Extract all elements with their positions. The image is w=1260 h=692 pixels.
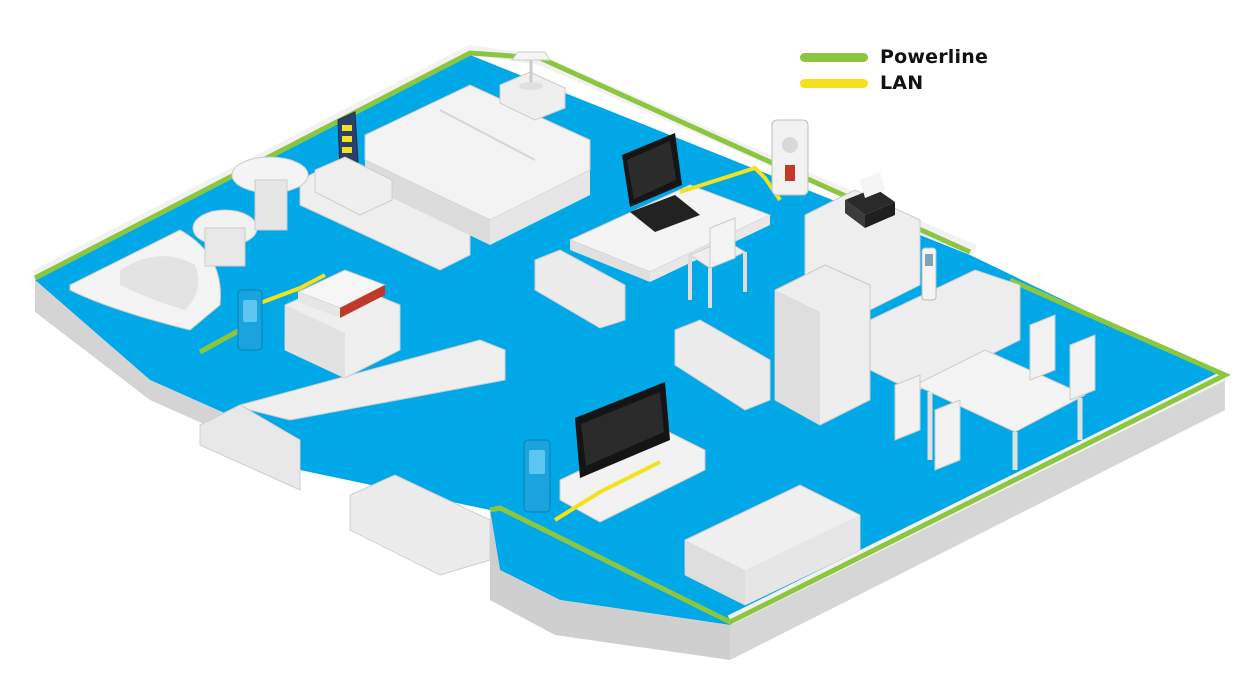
interior-wall-kitchen	[674, 319, 771, 411]
legend: Powerline LAN	[800, 44, 988, 96]
tablet-icon	[337, 111, 359, 171]
powerline-adapter-office	[771, 119, 809, 196]
toilet-icon	[192, 209, 258, 267]
interior-wall-lower	[349, 474, 491, 576]
dresser	[314, 156, 393, 216]
dining-table-icon	[913, 349, 1087, 470]
tv-icon	[575, 382, 670, 478]
legend-label-powerline: Powerline	[880, 46, 989, 68]
router-cabinet-front	[285, 305, 345, 378]
cordless-phone-icon	[921, 247, 937, 301]
powerline-adapter-living	[523, 439, 551, 513]
fridge-icon	[774, 264, 871, 426]
outer-wall-side-front-left	[490, 510, 730, 660]
bathtub-inner	[120, 256, 199, 310]
powerline-wire-left	[198, 327, 242, 355]
powerline-wire-right	[489, 277, 1231, 625]
lan-cable-tv	[553, 460, 661, 522]
dining-chair	[894, 314, 1096, 471]
printer-icon	[845, 172, 895, 228]
interior-wall-office	[534, 249, 626, 329]
legend-item-lan: LAN	[800, 70, 988, 96]
chair-icon	[688, 217, 747, 308]
outer-wall-side-front	[730, 378, 1225, 660]
router-icon	[296, 269, 387, 318]
powerline-adapter-icon	[237, 289, 263, 351]
lan-cable-router	[254, 273, 326, 307]
laptop-icon	[630, 195, 700, 232]
interior-wall-hall	[238, 339, 506, 421]
legend-label-lan: LAN	[880, 72, 924, 94]
sofa-icon	[684, 484, 861, 606]
legend-swatch-lan	[800, 78, 868, 88]
sink-icon	[231, 156, 309, 231]
lamp-icon	[511, 51, 551, 90]
legend-swatch-powerline	[800, 52, 868, 62]
legend-item-powerline: Powerline	[800, 44, 988, 70]
outer-wall-side	[35, 280, 240, 440]
monitor-icon	[622, 133, 682, 207]
